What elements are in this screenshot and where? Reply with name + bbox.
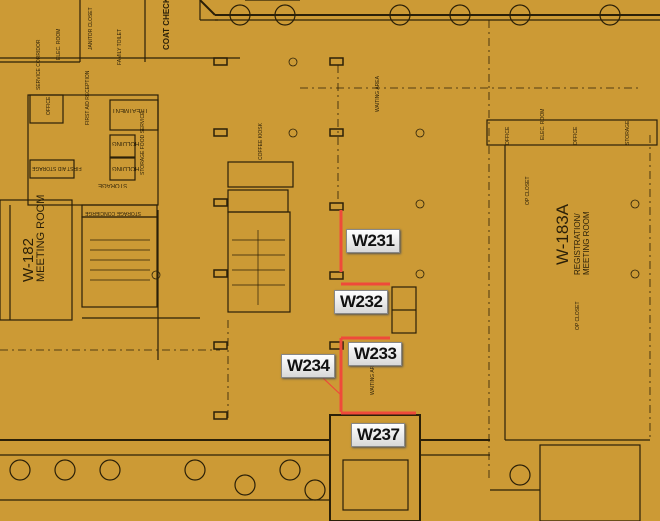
bottom-rotundas (9, 459, 531, 501)
room-janitor-closet: JANITOR CLOSET (88, 7, 94, 50)
booth-highlights (322, 210, 416, 415)
booth-label-w231[interactable]: W231 (346, 229, 401, 253)
room-first-aid-storage: FIRST AID STORAGE (32, 165, 82, 171)
booth-label-w234[interactable]: W234 (281, 354, 336, 378)
room-storage-2: STORAGE (625, 120, 631, 145)
room-office: OFFICE (46, 96, 52, 115)
room-elec-room: ELEC. ROOM (56, 28, 62, 60)
stairs (90, 239, 150, 281)
room-storage: STORAGE (98, 182, 128, 188)
room-name-w183a-2: MEETING ROOM (582, 211, 591, 275)
room-service-corridor: SERVICE CORRIDOR (36, 39, 42, 90)
room-coat-check: COAT CHECK (162, 0, 171, 50)
booth-label-w232[interactable]: W232 (334, 290, 389, 314)
columns (213, 57, 344, 420)
room-office-3: OFFICE (573, 126, 579, 145)
room-family-toilet: FAMILY TOILET (117, 28, 123, 65)
room-name-w183a-1: REGISTRATION/ (573, 213, 582, 275)
room-name-w182: MEETING ROOM (35, 194, 47, 282)
room-office-2: OFFICE (505, 126, 511, 145)
room-holding-2: HOLDING (112, 165, 140, 171)
room-op-closet-1: OP CLOSET (525, 176, 531, 205)
booth-label-w233[interactable]: W233 (348, 342, 403, 366)
room-waiting-area-1: WAITING AREA (375, 76, 381, 112)
room-storage-concierge: STORAGE CONCIERGE (85, 210, 142, 216)
room-coffee-kiosk: COFFEE KIOSK (258, 123, 264, 160)
room-first-aid-reception: FIRST AID RECEPTION (85, 70, 91, 125)
room-food-service-storage: STORAGE FOOD SERVICE (140, 111, 146, 175)
booth-label-w237[interactable]: W237 (351, 423, 406, 447)
room-op-closet-2: OP CLOSET (575, 301, 581, 330)
room-elec-room-2: ELEC. ROOM (540, 108, 546, 140)
room-number-w183a: W-183A (553, 203, 572, 265)
entrance-rotundas (229, 4, 621, 26)
room-holding-1: HOLDING (112, 140, 140, 146)
